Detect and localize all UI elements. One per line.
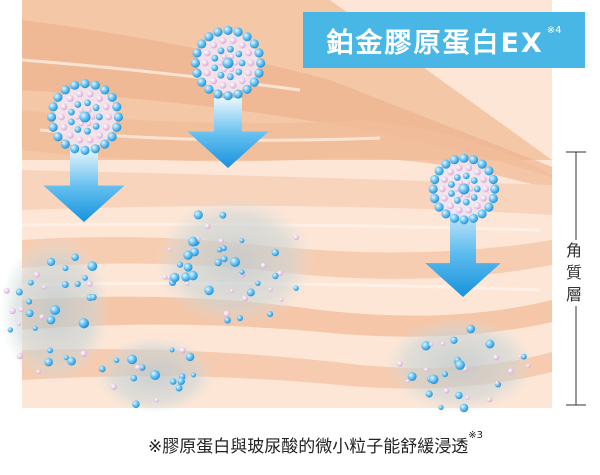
footnote-caption: ※膠原蛋白與玻尿酸的微小粒子能舒緩浸透※3 <box>148 430 483 457</box>
particle-cluster-icon <box>190 25 266 101</box>
stratum-corneum-label: 角 質 層 <box>560 240 588 306</box>
down-arrow-icon <box>425 198 501 297</box>
penetration-arrows <box>43 98 501 297</box>
dispersed-particles-icon <box>155 197 315 327</box>
particle-clusters <box>47 25 500 225</box>
down-arrow-icon <box>43 148 125 222</box>
down-arrow-icon <box>187 98 269 168</box>
product-title-badge: 鉑金膠原蛋白EX ※4 <box>303 12 585 68</box>
caption-note: ※3 <box>468 430 483 441</box>
particle-cluster-icon <box>47 79 123 155</box>
caption-text: ※膠原蛋白與玻尿酸的微小粒子能舒緩浸透 <box>148 437 469 457</box>
stratum-label-char-3: 層 <box>565 285 582 304</box>
product-title: 鉑金膠原蛋白EX <box>326 27 544 59</box>
particle-cluster-icon <box>428 153 500 225</box>
product-title-note: ※4 <box>546 25 562 36</box>
stratum-label-char-1: 角 <box>565 241 582 260</box>
stratum-label-char-2: 質 <box>565 263 582 282</box>
dispersed-particles-icon <box>385 317 535 413</box>
dispersed-particles <box>0 197 535 413</box>
dispersed-particles-icon <box>95 337 215 413</box>
dispersed-particles-icon <box>0 235 110 385</box>
